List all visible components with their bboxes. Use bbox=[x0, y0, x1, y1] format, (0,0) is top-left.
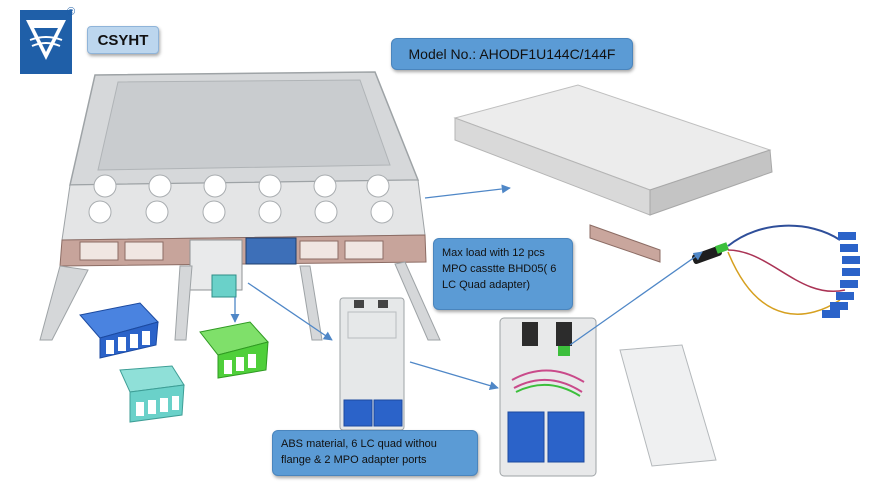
callout-line: ABS material, 6 LC quad withou bbox=[281, 438, 437, 450]
aqua-lc-quad-adapter bbox=[119, 365, 185, 423]
open-tray-unit bbox=[39, 71, 441, 341]
mpo-fanout-cord bbox=[692, 224, 860, 318]
closed-1u-unit bbox=[453, 84, 773, 263]
material-callout: ABS material, 6 LC quad withou flange & … bbox=[272, 430, 478, 476]
callout-line: MPO casstte BHD05( 6 bbox=[442, 263, 557, 275]
load-capacity-callout: Max load with 12 pcs MPO casstte BHD05( … bbox=[433, 238, 573, 310]
brand-logo bbox=[20, 10, 72, 74]
callout-line: LC Quad adapter) bbox=[442, 279, 531, 291]
arrows bbox=[230, 184, 703, 391]
mpo-cassette bbox=[339, 297, 405, 431]
blue-lc-quad-adapter bbox=[79, 302, 159, 359]
model-number-label: Model No.: AHODF1U144C/144F bbox=[391, 38, 633, 70]
brand-name: CSYHT bbox=[87, 26, 159, 54]
callout-line: Max load with 12 pcs bbox=[442, 247, 545, 259]
registered-mark: ® bbox=[67, 6, 76, 18]
green-lc-quad-adapter bbox=[199, 321, 269, 379]
cassette-cover bbox=[619, 344, 717, 467]
callout-line: flange & 2 MPO adapter ports bbox=[281, 454, 427, 466]
open-cassette bbox=[499, 317, 597, 477]
